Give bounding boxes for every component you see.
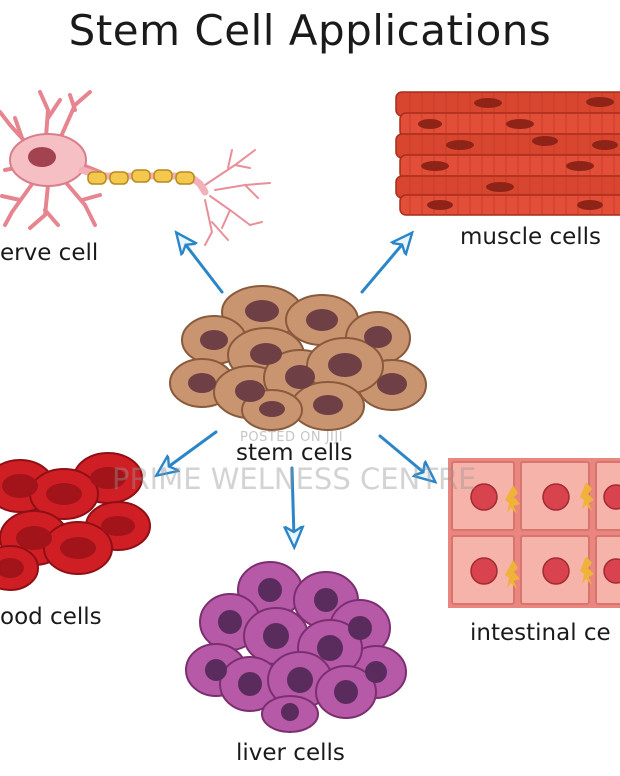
stem-cells-label: stem cells — [236, 440, 353, 466]
arrow-to-intestinal-cells — [378, 434, 428, 476]
arrow-to-muscle-cells — [360, 240, 406, 294]
arrow-to-nerve-cell — [182, 240, 224, 294]
page-title: Stem Cell Applications — [68, 6, 552, 55]
arrow-to-blood-cells — [164, 430, 218, 470]
liver-cells-label: liver cells — [236, 740, 345, 766]
muscle-cells-label: muscle cells — [460, 224, 602, 250]
watermark-brand: PRIME WELNESS CENTRE — [112, 462, 477, 496]
blood-cells-label: ood cells — [0, 604, 102, 630]
watermark-posted: POSTED ON JIJI — [240, 430, 344, 445]
stem-cells-illustration — [169, 285, 427, 431]
liver-cells-illustration — [185, 561, 407, 733]
muscle-cells-illustration — [395, 91, 620, 216]
blood-cells-illustration — [0, 452, 151, 591]
intestinal-cells-label: intestinal ce — [470, 620, 611, 646]
nerve-cell-illustration — [0, 90, 271, 246]
arrow-to-liver-cells — [292, 466, 294, 538]
intestinal-cells-illustration — [448, 458, 620, 608]
nerve-cell-label: erve cell — [0, 240, 99, 266]
